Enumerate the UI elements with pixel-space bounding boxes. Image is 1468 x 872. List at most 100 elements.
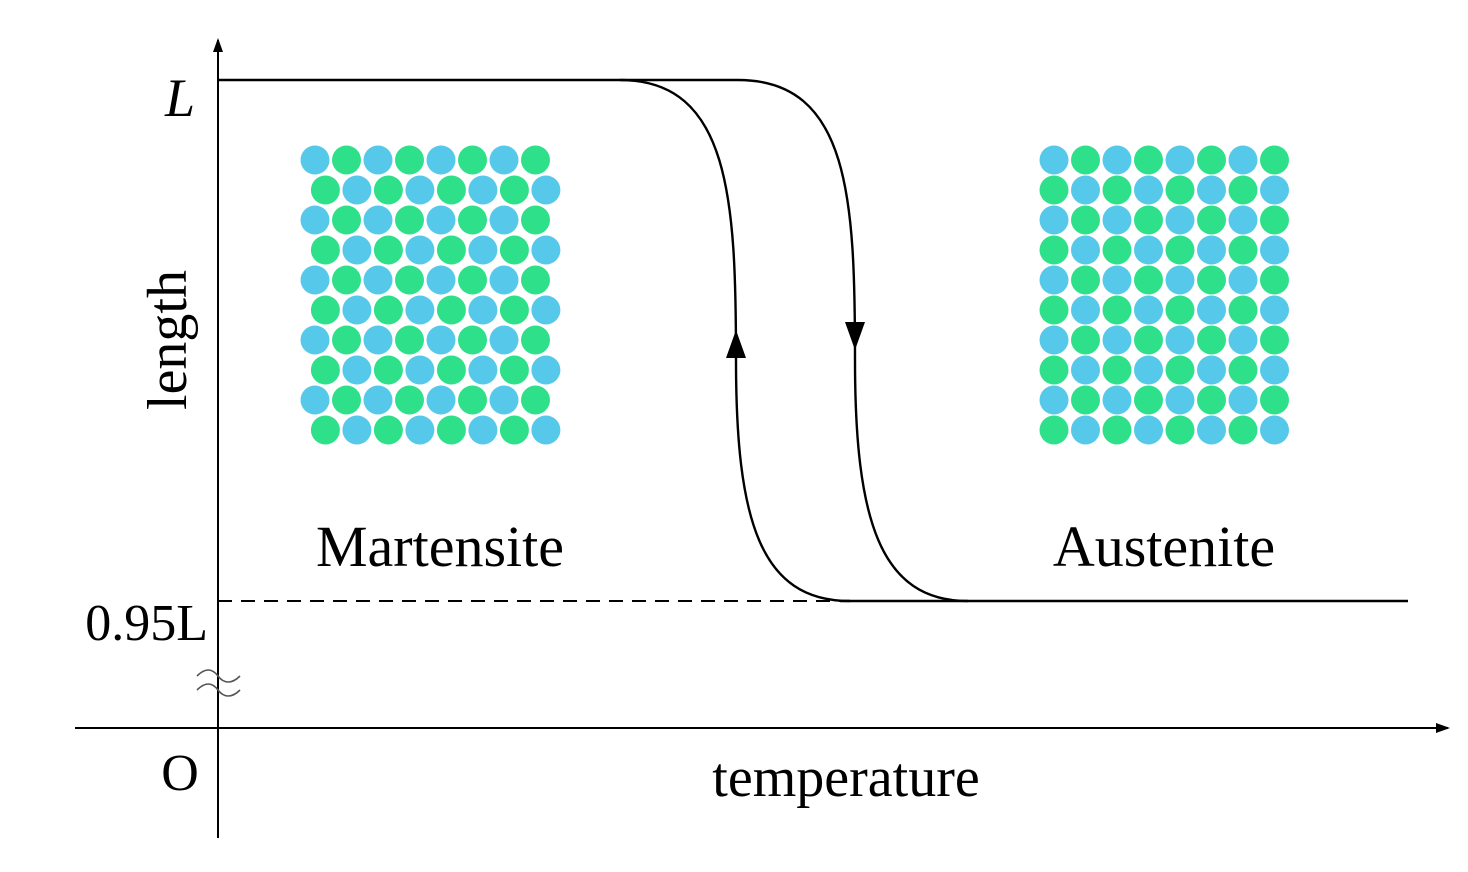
phase-label-austenite: Austenite xyxy=(1053,514,1275,579)
lattice-atom xyxy=(489,205,519,235)
lattice-atom xyxy=(1134,325,1163,355)
lattice-atom xyxy=(1134,385,1163,415)
lattice-atom xyxy=(405,415,435,445)
lattice-atom xyxy=(489,145,519,175)
lattice-atom xyxy=(1228,175,1258,205)
lattice-atom xyxy=(342,415,372,445)
lattice-atom xyxy=(1260,355,1289,385)
lattice-atom xyxy=(1260,415,1289,445)
lattice-atom xyxy=(1039,265,1069,295)
lattice-atom xyxy=(1260,325,1289,355)
lattice-atom xyxy=(1197,355,1226,385)
lattice-atom xyxy=(1165,235,1195,265)
y-tick-label-upper: L xyxy=(164,68,195,128)
lattice-atom xyxy=(342,355,372,385)
lattice-atom xyxy=(332,145,361,175)
lattice-atom xyxy=(1260,265,1289,295)
lattice-atom xyxy=(373,235,403,265)
lattice-atom xyxy=(363,205,393,235)
lattice-atom xyxy=(1134,355,1163,385)
lattice-atom xyxy=(1071,235,1100,265)
lattice-atom xyxy=(1197,415,1226,445)
lattice-atom xyxy=(1260,145,1289,175)
lattice-atom xyxy=(300,385,330,415)
lattice-atom xyxy=(1165,385,1195,415)
lattice-atom xyxy=(1165,265,1195,295)
y-axis-title: length xyxy=(137,270,199,410)
lattice-atom xyxy=(363,145,393,175)
lattice-atom xyxy=(332,205,361,235)
lattice-atom xyxy=(1102,145,1132,175)
lattice-atom xyxy=(1134,415,1163,445)
lattice-atom xyxy=(458,265,487,295)
lattice-atom xyxy=(332,325,361,355)
origin-label: O xyxy=(161,745,199,802)
lattice-atom xyxy=(373,295,403,325)
lattice-atom xyxy=(1134,205,1163,235)
lattice-atom xyxy=(1197,205,1226,235)
y-tick-label-lower: 0.95L xyxy=(85,595,208,652)
lattice-atom xyxy=(363,265,393,295)
lattice-atom xyxy=(458,325,487,355)
phase-label-martensite: Martensite xyxy=(316,514,564,579)
lattice-atom xyxy=(531,355,561,385)
lattice-atom xyxy=(1228,205,1258,235)
lattice-atom xyxy=(426,145,456,175)
lattice-atom xyxy=(1228,295,1258,325)
lattice-atom xyxy=(1134,175,1163,205)
lattice-atom xyxy=(1134,235,1163,265)
lattice-atom xyxy=(342,295,372,325)
lattice-atom xyxy=(300,325,330,355)
lattice-atom xyxy=(468,295,498,325)
lattice-atom xyxy=(405,235,435,265)
lattice-atom xyxy=(521,145,550,175)
lattice-atom xyxy=(310,295,340,325)
lattice-atom xyxy=(1039,385,1069,415)
lattice-atom xyxy=(395,205,424,235)
lattice-atom xyxy=(1260,175,1289,205)
lattice-atom xyxy=(1228,145,1258,175)
lattice-atom xyxy=(300,265,330,295)
lattice-atom xyxy=(499,235,529,265)
lattice-atom xyxy=(1039,205,1069,235)
lattice-atom xyxy=(1102,385,1132,415)
lattice-atom xyxy=(1102,415,1132,445)
lattice-atom xyxy=(1102,355,1132,385)
lattice-atom xyxy=(395,145,424,175)
lattice-atom xyxy=(300,205,330,235)
lattice-atom xyxy=(1165,175,1195,205)
lattice-atom xyxy=(458,385,487,415)
lattice-atom xyxy=(499,175,529,205)
lattice-atom xyxy=(1228,385,1258,415)
lattice-atom xyxy=(1260,235,1289,265)
lattice-atom xyxy=(1039,235,1069,265)
lattice-atom xyxy=(1165,325,1195,355)
lattice-atom xyxy=(468,415,498,445)
lattice-atom xyxy=(342,235,372,265)
lattice-atom xyxy=(405,175,435,205)
lattice-atom xyxy=(300,145,330,175)
lattice-atom xyxy=(489,265,519,295)
lattice-atom xyxy=(499,355,529,385)
lattice-atom xyxy=(373,415,403,445)
lattice-atom xyxy=(531,415,561,445)
lattice-atom xyxy=(1102,265,1132,295)
lattice-atom xyxy=(1071,415,1100,445)
lattice-atom xyxy=(499,295,529,325)
lattice-atom xyxy=(1039,295,1069,325)
lattice-atom xyxy=(1039,355,1069,385)
lattice-atom xyxy=(1197,385,1226,415)
heating-branch xyxy=(737,78,969,603)
lattice-atom xyxy=(1165,355,1195,385)
lattice-atom xyxy=(1039,145,1069,175)
lattice-atom xyxy=(1260,295,1289,325)
austenite-lattice xyxy=(1039,145,1289,445)
lattice-atom xyxy=(342,175,372,205)
lattice-atom xyxy=(1134,145,1163,175)
lattice-atom xyxy=(1165,415,1195,445)
lattice-atom xyxy=(521,205,550,235)
lattice-atom xyxy=(1071,145,1100,175)
lattice-atom xyxy=(426,205,456,235)
lattice-atom xyxy=(395,265,424,295)
lattice-atom xyxy=(426,325,456,355)
